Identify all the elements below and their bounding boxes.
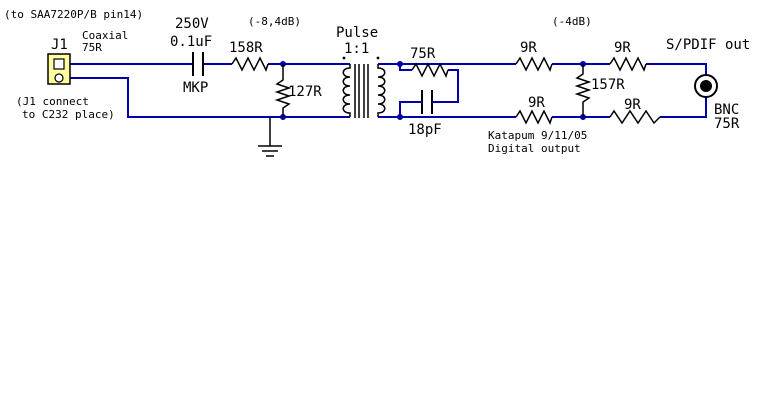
- resistor-9r-d: [609, 109, 661, 125]
- label-bnc-75r: 75R: [714, 116, 740, 132]
- phase-dot: [376, 56, 380, 60]
- label-r9-d: 9R: [624, 97, 641, 113]
- label-r127: 127R: [288, 84, 322, 100]
- label-c232: to C232 place): [22, 108, 115, 121]
- label-spdif: S/PDIF out: [666, 37, 750, 53]
- wire-out-top-b: [646, 63, 707, 76]
- j1-connector: [47, 53, 71, 85]
- resistor-157r: [574, 64, 592, 117]
- wire-ground-return: [70, 77, 350, 118]
- resistor-9r-b: [515, 109, 553, 125]
- junction-dot: [397, 114, 403, 120]
- label-bnc: BNC: [714, 102, 739, 118]
- components: [47, 52, 718, 157]
- transformer-primary-coil: [342, 64, 351, 117]
- label-ratio: 1:1: [344, 41, 369, 57]
- text-labels: (to SAA7220P/B pin14) J1 Coaxial 75R (J1…: [4, 8, 750, 155]
- label-digital-output: Digital output: [488, 142, 581, 155]
- resistor-127r: [274, 64, 292, 117]
- resistor-75r: [411, 62, 449, 78]
- capacitor-01uf: [192, 52, 204, 76]
- label-j1-connect: (J1 connect: [16, 95, 89, 108]
- label-18pf: 18pF: [408, 122, 442, 138]
- label-r9-a: 9R: [520, 40, 537, 56]
- transformer-secondary-coil: [377, 64, 386, 117]
- label-mkp: MKP: [183, 80, 208, 96]
- wire-r75-loop: [399, 64, 459, 117]
- label-r75-mid: 75R: [410, 46, 436, 62]
- wire-out-bottom-b: [660, 96, 707, 118]
- label-r158: 158R: [229, 40, 263, 56]
- label-r157: 157R: [591, 77, 625, 93]
- label-to-saa: (to SAA7220P/B pin14): [4, 8, 143, 21]
- label-coaxial-75r: 75R: [82, 41, 102, 54]
- label-author: Katapum 9/11/05: [488, 129, 587, 142]
- resistor-9r-c: [609, 56, 647, 72]
- resistor-158r: [231, 56, 269, 72]
- label-pulse: Pulse: [336, 25, 378, 41]
- junction-dot: [397, 61, 403, 67]
- label-r9-c: 9R: [614, 40, 631, 56]
- resistor-9r-a: [515, 56, 553, 72]
- label-250v: 250V: [175, 16, 209, 32]
- pulse-transformer: [342, 56, 386, 118]
- ground-symbol: [258, 117, 282, 157]
- label-coaxial: Coaxial: [82, 29, 128, 42]
- phase-dot: [342, 56, 346, 60]
- label-j1: J1: [51, 37, 68, 53]
- label-db-84: (-8,4dB): [248, 15, 301, 28]
- capacitor-18pf: [418, 90, 438, 114]
- label-cap-value: 0.1uF: [170, 34, 212, 50]
- label-r9-b: 9R: [528, 95, 545, 111]
- bnc-connector: [694, 74, 718, 98]
- label-db-4: (-4dB): [552, 15, 592, 28]
